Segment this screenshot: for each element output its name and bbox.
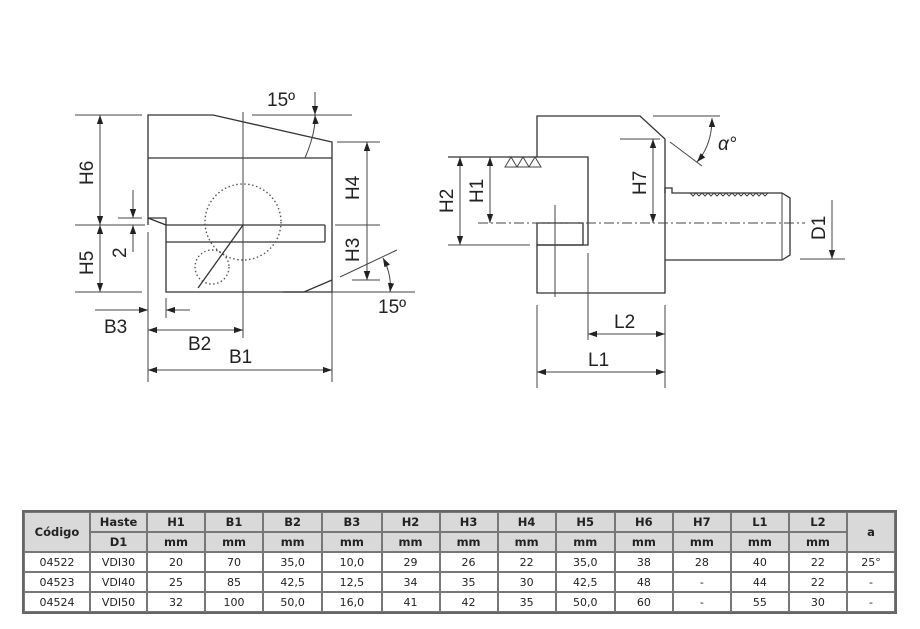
table-cell: 60 (614, 592, 673, 612)
table-cell: - (846, 572, 895, 592)
table-cell: 50,0 (555, 592, 615, 612)
label-angle-bottom: 15º (378, 297, 406, 318)
header-haste: Haste (90, 512, 147, 532)
label-h5: H5 (77, 251, 98, 275)
label-d1: D1 (809, 216, 830, 240)
side-view: H2 H1 H7 D1 α° L2 L1 (437, 115, 845, 388)
unit-cell: mm (263, 532, 323, 552)
label-alpha: α° (718, 134, 737, 155)
table-cell: - (672, 592, 731, 612)
table-cell: 32 (147, 592, 206, 612)
header-b3: B3 (322, 512, 382, 532)
header-h1: H1 (147, 512, 206, 532)
table-cell: 85 (205, 572, 264, 592)
header-l2: L2 (788, 512, 847, 532)
table-cell: 70 (205, 552, 264, 572)
table-cell: 42,5 (555, 572, 615, 592)
label-b3: B3 (104, 317, 127, 338)
label-l1: L1 (588, 350, 609, 371)
table-cell: 04522 (24, 552, 90, 572)
table-cell: 38 (614, 552, 673, 572)
unit-cell: mm (439, 532, 498, 552)
table-cell: 44 (730, 572, 789, 592)
table-cell: 12,5 (322, 572, 382, 592)
header-h7: H7 (672, 512, 731, 532)
table-cell: 04524 (24, 592, 90, 612)
table-cell: 35 (439, 572, 498, 592)
header-h2: H2 (381, 512, 440, 532)
unit-cell: mm (497, 532, 556, 552)
table-cell: 35,0 (263, 552, 323, 572)
table-cell: 29 (381, 552, 440, 572)
unit-cell: mm (788, 532, 847, 552)
header-b1: B1 (205, 512, 264, 532)
table-cell: 30 (788, 592, 847, 612)
header-h3: H3 (439, 512, 498, 532)
table-cell: 40 (730, 552, 789, 572)
label-h6: H6 (77, 161, 98, 185)
table-cell: 22 (788, 552, 847, 572)
label-h4: H4 (343, 175, 364, 200)
label-b1: B1 (229, 347, 252, 368)
table-units-row: D1 mm mm mm mm mm mm mm mm mm mm mm mm (24, 532, 895, 552)
label-h1: H1 (467, 179, 488, 203)
label-b2: B2 (188, 334, 211, 355)
header-h6: H6 (614, 512, 673, 532)
table-cell: VDI50 (90, 592, 147, 612)
table-cell: 25 (147, 572, 206, 592)
label-angle-top: 15º (267, 90, 295, 111)
label-h2: H2 (437, 189, 458, 213)
label-l2: L2 (614, 312, 635, 333)
header-codigo: Código (24, 512, 90, 552)
header-a: a (846, 512, 895, 552)
unit-cell: mm (322, 532, 382, 552)
table-cell: 26 (439, 552, 498, 572)
table-cell: VDI40 (90, 572, 147, 592)
table-cell: - (846, 592, 895, 612)
table-cell: 20 (147, 552, 206, 572)
table-cell: 42 (439, 592, 498, 612)
table-cell: 22 (788, 572, 847, 592)
header-h4: H4 (497, 512, 556, 532)
table-cell: 16,0 (322, 592, 382, 612)
table-cell: - (672, 572, 731, 592)
table-cell: 10,0 (322, 552, 382, 572)
table-header-row: Código Haste H1 B1 B2 B3 H2 H3 H4 H5 H6 … (24, 512, 895, 552)
unit-cell: mm (614, 532, 673, 552)
unit-cell: D1 (90, 532, 147, 552)
table-cell: 04523 (24, 572, 90, 592)
label-2: 2 (110, 247, 131, 258)
front-view: H6 H5 2 H4 H3 15º 15º B3 B2 B1 (75, 90, 415, 382)
table-cell: VDI30 (90, 552, 147, 572)
table-cell: 55 (730, 592, 789, 612)
table-cell: 35,0 (555, 552, 615, 572)
unit-cell: mm (730, 532, 789, 552)
table-cell: 30 (497, 572, 556, 592)
table-cell: 41 (381, 592, 440, 612)
unit-cell: mm (555, 532, 615, 552)
unit-cell: mm (147, 532, 206, 552)
table-cell: 35 (497, 592, 556, 612)
table-cell: 50,0 (263, 592, 323, 612)
technical-drawing: H6 H5 2 H4 H3 15º 15º B3 B2 B1 (75, 90, 845, 388)
unit-cell: mm (672, 532, 731, 552)
label-h3: H3 (343, 238, 364, 262)
table-cell: 34 (381, 572, 440, 592)
header-l1: L1 (730, 512, 789, 532)
table-cell: 100 (205, 592, 264, 612)
unit-cell: mm (381, 532, 440, 552)
unit-cell: mm (205, 532, 264, 552)
table-cell: 42,5 (263, 572, 323, 592)
dimensions-table: Código Haste H1 B1 B2 B3 H2 H3 H4 H5 H6 … (22, 510, 897, 614)
table-cell: 28 (672, 552, 731, 572)
header-h5: H5 (555, 512, 615, 532)
table-cell: 48 (614, 572, 673, 592)
label-h7: H7 (630, 171, 651, 195)
table-cell: 22 (497, 552, 556, 572)
table-cell: 25° (846, 552, 895, 572)
header-b2: B2 (263, 512, 323, 532)
